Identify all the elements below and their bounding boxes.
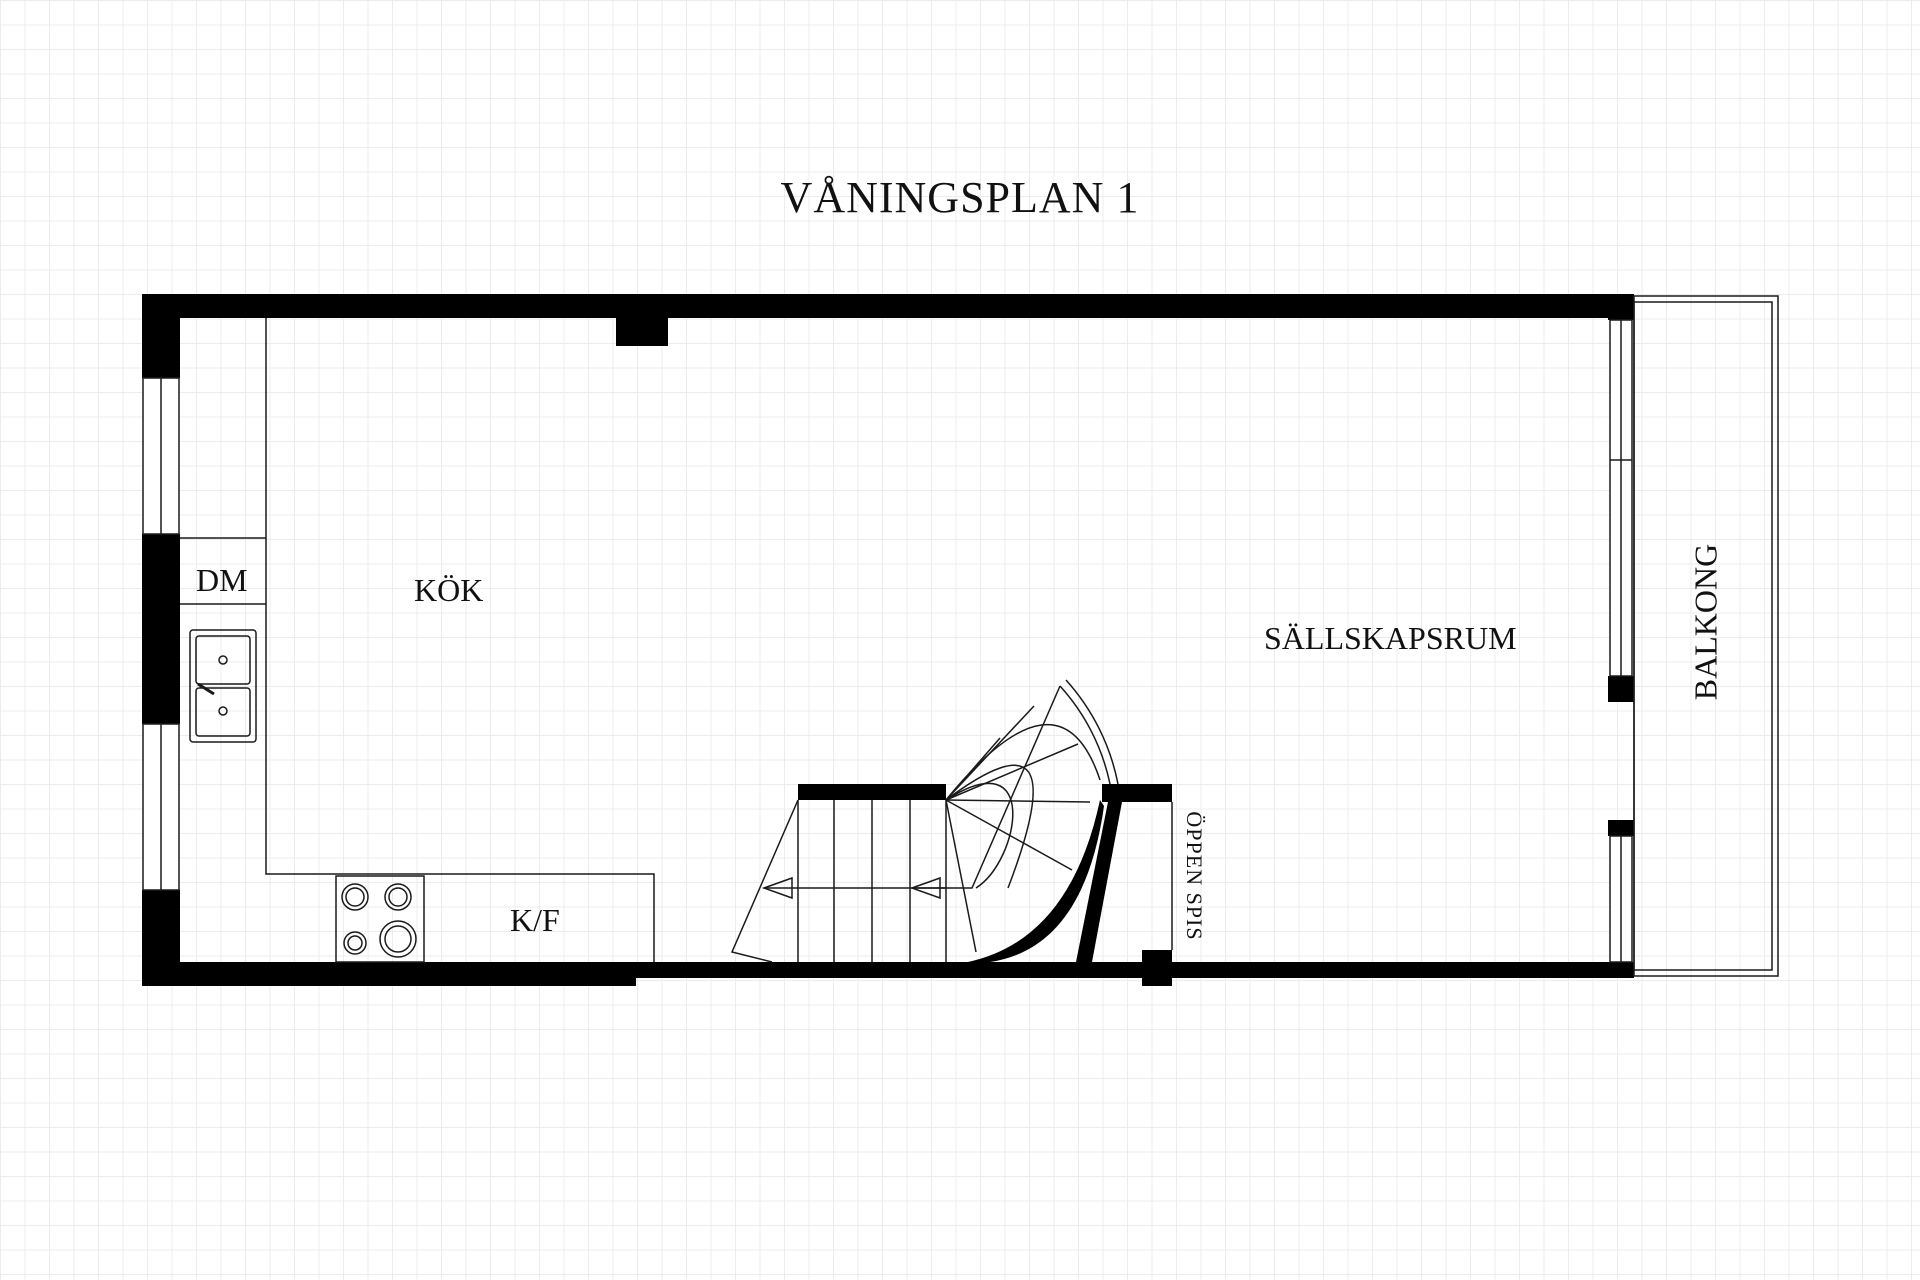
right-wall-post-bottom xyxy=(1608,962,1634,978)
room-label-fridge-freezer: K/F xyxy=(510,902,560,938)
left-wall-middle xyxy=(142,534,180,724)
kitchen-counters xyxy=(180,318,655,962)
room-label-balcony: BALKONG xyxy=(1687,543,1724,701)
exterior-walls xyxy=(142,294,1634,986)
fireplace xyxy=(1076,784,1173,986)
left-wall-lower xyxy=(142,890,180,986)
staircase xyxy=(730,679,1119,963)
bottom-wall-right xyxy=(636,962,1634,978)
stair-curve-wall xyxy=(968,800,1104,962)
left-wall-upper xyxy=(142,294,180,378)
top-wall xyxy=(142,294,1634,318)
stove xyxy=(335,875,425,963)
room-label-fireplace: ÖPPEN SPIS xyxy=(1182,811,1207,941)
left-windows xyxy=(142,377,180,891)
right-wall-post-mid xyxy=(1608,676,1634,702)
right-wall-post-top xyxy=(1608,294,1634,320)
right-wall-post-low xyxy=(1608,820,1634,836)
room-label-living-room: SÄLLSKAPSRUM xyxy=(1264,620,1517,656)
sink xyxy=(189,629,257,743)
stair-wall xyxy=(798,784,946,800)
room-label-dm: DM xyxy=(196,562,248,598)
right-windows xyxy=(1609,319,1633,963)
bottom-wall-left xyxy=(142,962,636,986)
plan-title: VÅNINGSPLAN 1 xyxy=(780,173,1140,222)
balcony-outline xyxy=(1633,295,1779,977)
wall-column-top xyxy=(616,318,668,346)
room-label-kitchen: KÖK xyxy=(414,572,484,608)
